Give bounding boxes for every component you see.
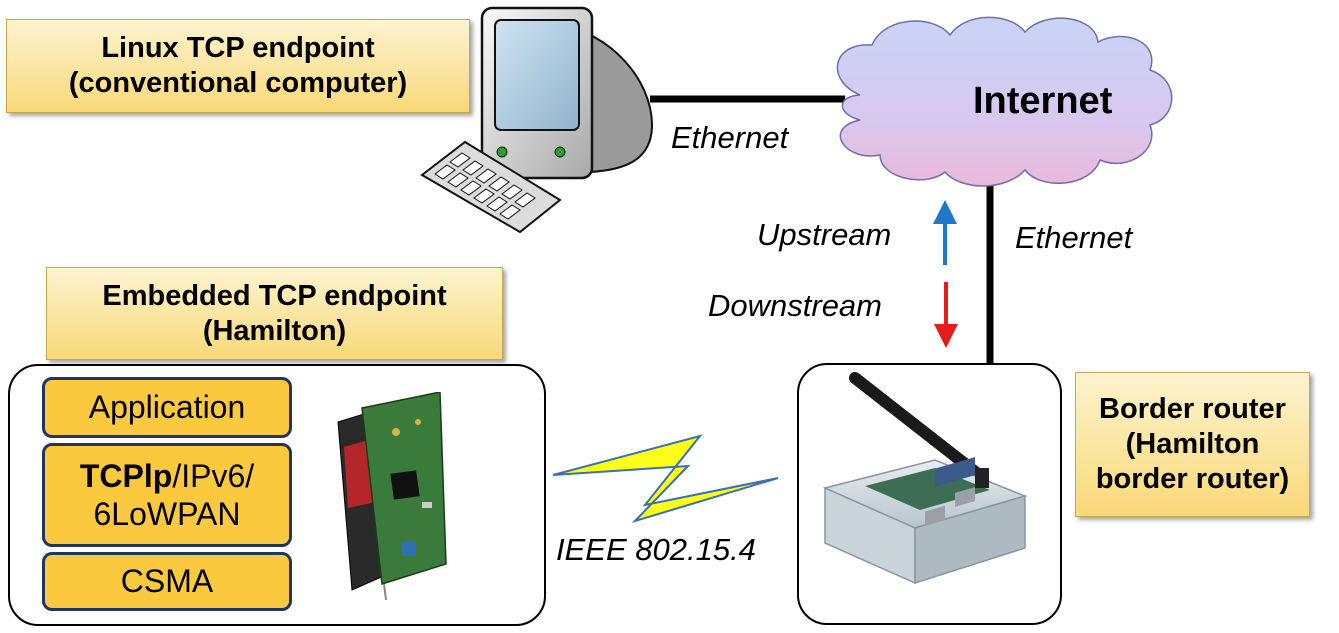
- border-router-label: Border router (Hamilton border router): [1075, 372, 1310, 517]
- border-router-line3: border router): [1095, 462, 1290, 495]
- lightning-icon: [552, 434, 779, 524]
- ieee-802154-label: IEEE 802.15.4: [556, 532, 756, 567]
- keyboard-icon: [420, 140, 562, 234]
- hamilton-board-icon: [337, 392, 447, 601]
- linux-endpoint-line2: (conventional computer): [68, 67, 408, 99]
- upstream-label: Upstream: [757, 217, 892, 252]
- ethernet-label-right: Ethernet: [1015, 220, 1133, 255]
- stack-layer-tcplp: TCPlp/IPv6/ 6LoWPAN: [42, 443, 292, 547]
- downstream-arrow: [934, 282, 958, 348]
- cloud-icon: [836, 16, 1173, 187]
- stack-layer-application: Application: [42, 377, 292, 438]
- ethernet-label-top: Ethernet: [671, 120, 789, 155]
- embedded-endpoint-label: Embedded TCP endpoint (Hamilton): [46, 267, 503, 360]
- border-router-line2: (Hamilton: [1125, 428, 1260, 461]
- border-router-icon: [822, 372, 1028, 585]
- tcplp-line: TCPlp/IPv6/: [80, 457, 254, 495]
- tcplp-rest: /IPv6/: [172, 457, 255, 494]
- upstream-arrow: [933, 200, 957, 265]
- application-label: Application: [88, 389, 246, 426]
- embedded-endpoint-line1: Embedded TCP endpoint: [102, 279, 447, 312]
- downstream-label: Downstream: [708, 288, 882, 323]
- embedded-endpoint-line2: (Hamilton): [202, 314, 347, 347]
- tcplp-bold: TCPlp: [79, 457, 173, 494]
- lowpan-label: 6LoWPAN: [93, 496, 241, 532]
- stack-layer-csma: CSMA: [42, 552, 292, 611]
- linux-endpoint-line1: Linux TCP endpoint: [101, 32, 375, 65]
- computer-icon: [480, 6, 654, 180]
- csma-label: CSMA: [120, 563, 214, 600]
- linux-endpoint-label: Linux TCP endpoint (conventional compute…: [6, 19, 470, 113]
- border-router-line1: Border router: [1099, 393, 1286, 426]
- internet-label: Internet: [973, 80, 1113, 122]
